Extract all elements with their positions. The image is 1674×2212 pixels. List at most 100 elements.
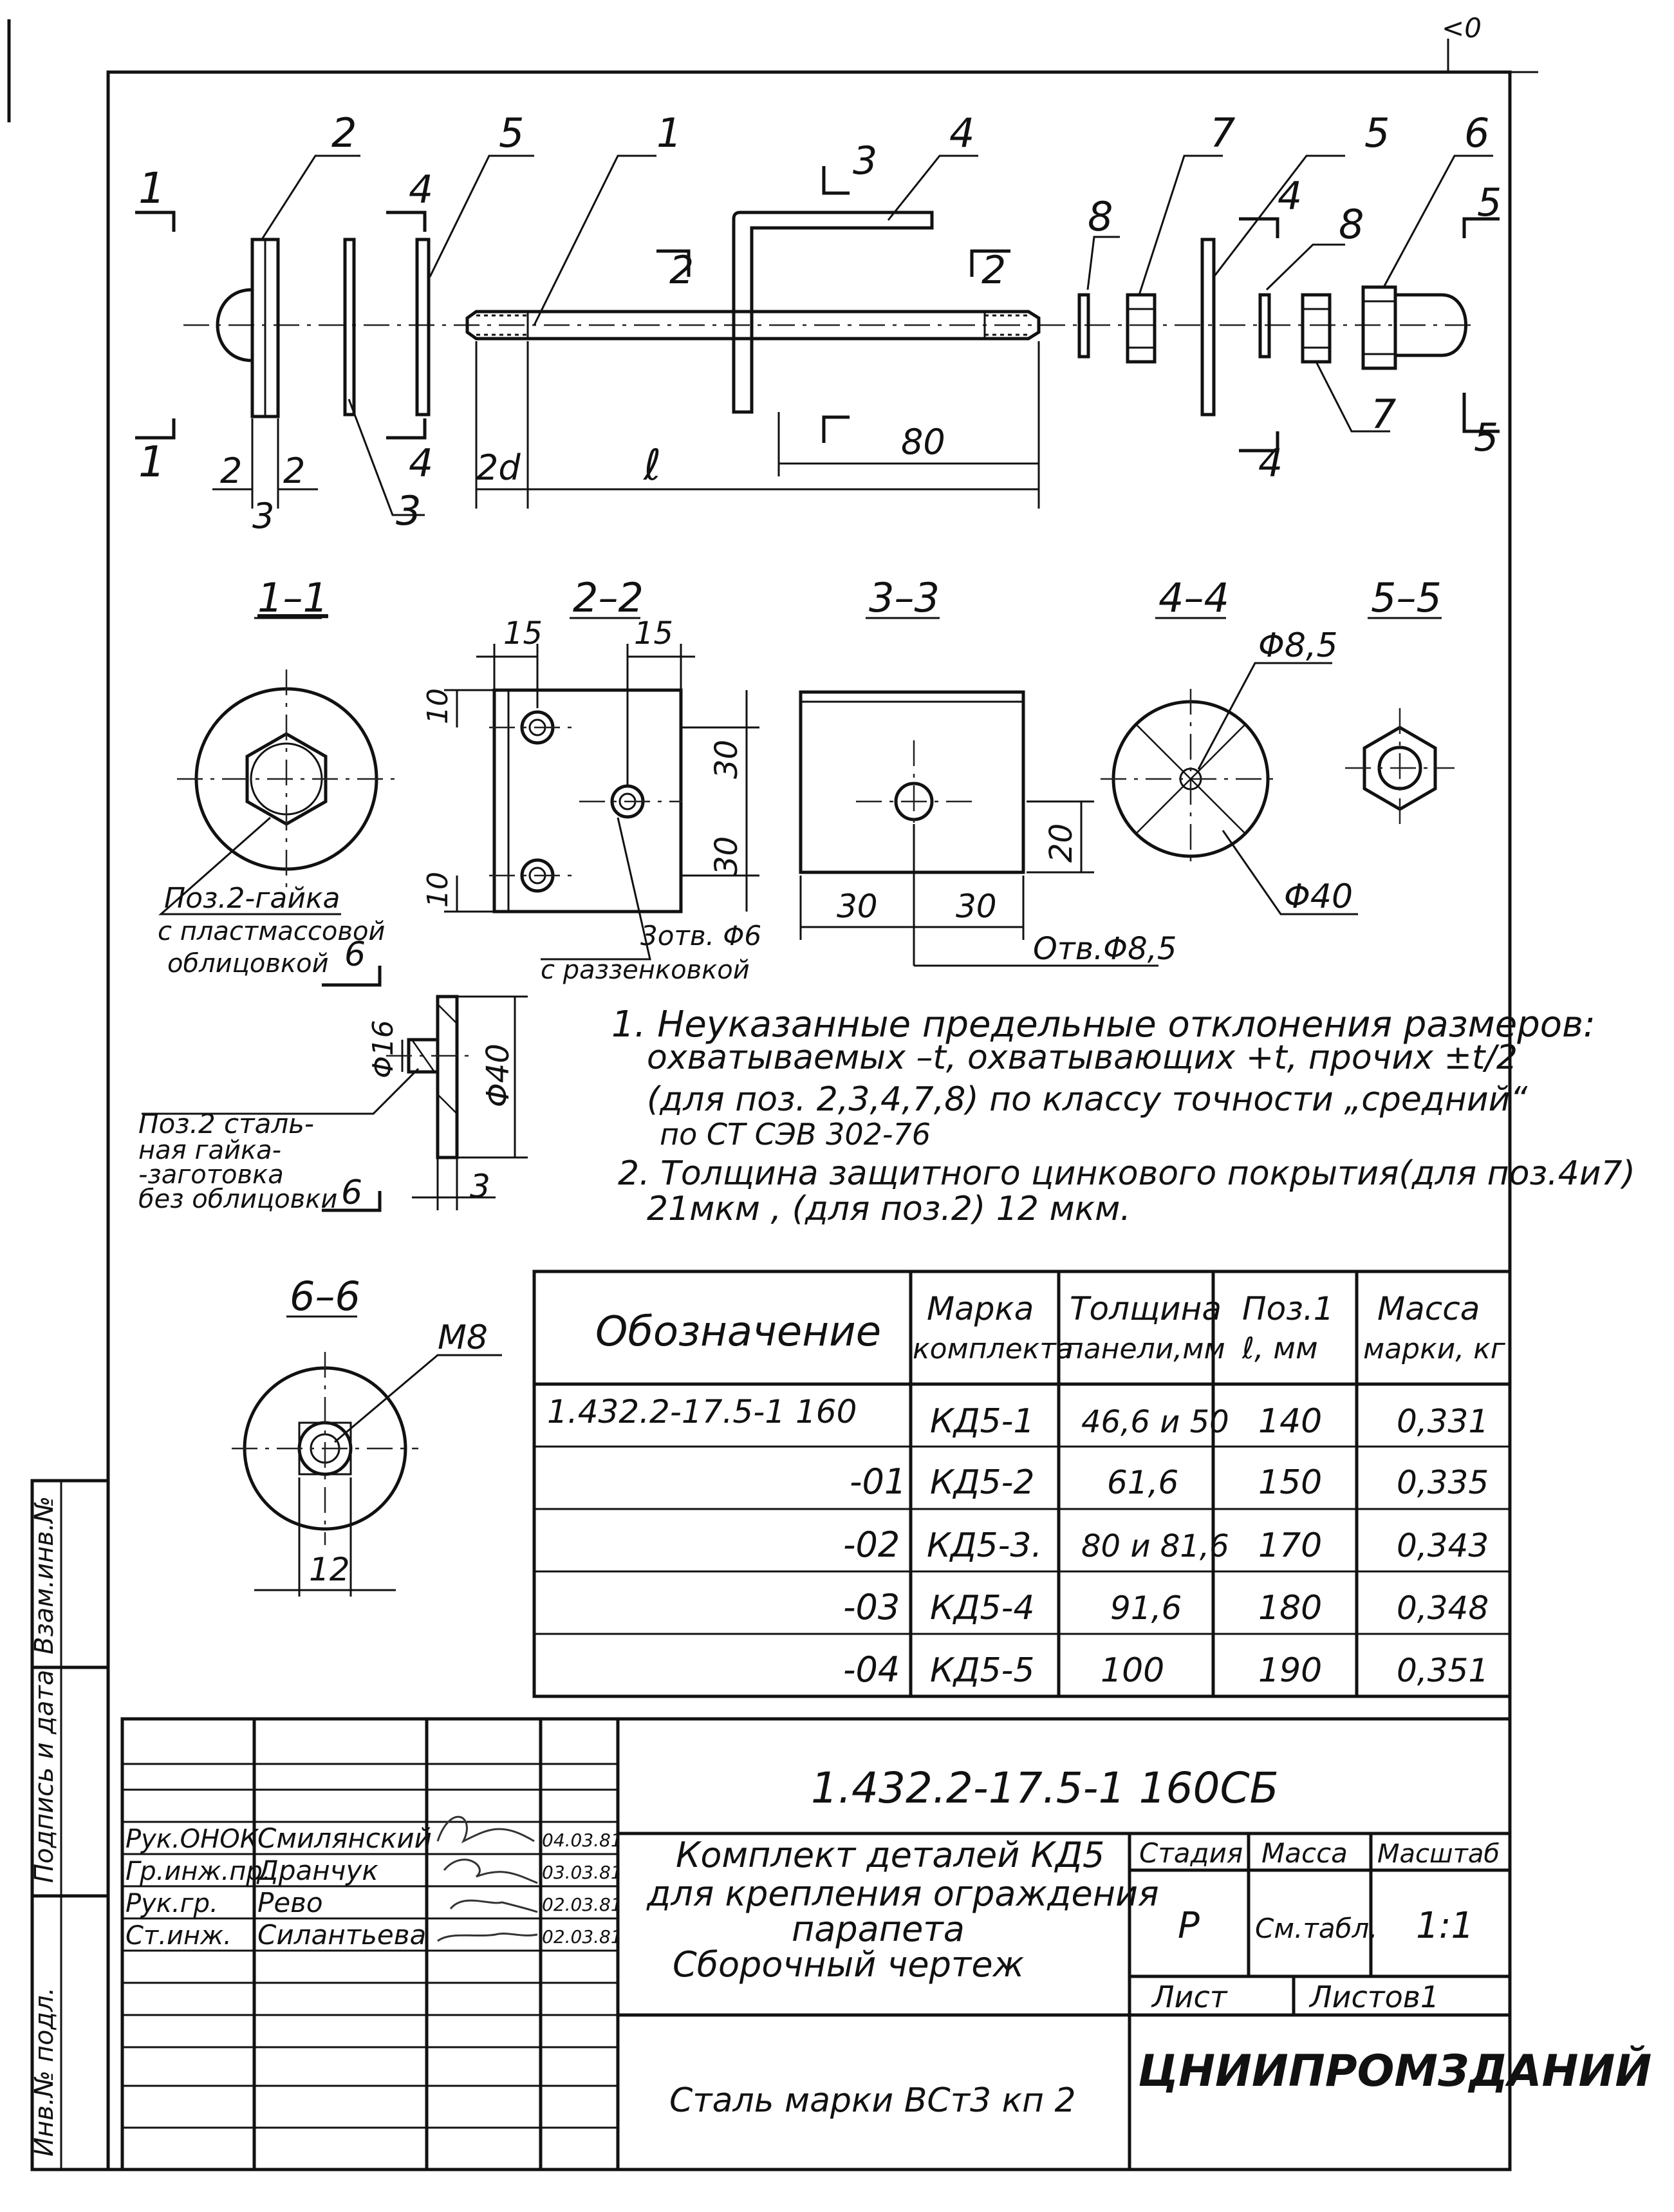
section-1-1: Поз.2-гайка с пластмассовой облицовкой 6: [158, 670, 396, 987]
name-4: Силантьева: [257, 1919, 426, 1951]
title-line-4: Сборочный чертеж: [673, 1944, 1025, 1985]
section-title-5-5: 5–5: [1371, 574, 1442, 621]
spec-header-designation: Обозначение: [595, 1308, 881, 1356]
role-2: Гр.инж.пр.: [126, 1857, 271, 1886]
section-title-6-6: 6–6: [290, 1273, 360, 1320]
dim-phi-8-5: Φ8,5: [1258, 626, 1338, 665]
cut-label-2-left: 2: [669, 248, 694, 293]
title-line-3: парапета: [792, 1909, 965, 1949]
cut-label-4r-bottom: 4: [1258, 441, 1283, 486]
stage-value: Р: [1178, 1905, 1200, 1947]
organization: ЦНИИПРОМЗДАНИЙ: [1138, 2045, 1651, 2097]
dim-phi-40: Φ40: [1284, 877, 1353, 916]
callout-nut-plastic-3: облицовкой: [167, 949, 329, 979]
note-line-3: (для поз. 2,3,4,7,8) по классу точности …: [647, 1080, 1528, 1119]
spec-row-4-length: 180: [1258, 1589, 1322, 1627]
mass-label: Масса: [1261, 1837, 1348, 1869]
stamp-swap-inv: Взам.инв.№: [30, 1496, 59, 1654]
spec-row-5-designation: -04: [843, 1649, 900, 1690]
side-stamp: Инв.№ подл. Подпись и дата Взам.инв.№: [30, 1479, 110, 2171]
scale-label: Масштаб: [1377, 1839, 1500, 1869]
dim-30-d: 30: [956, 888, 997, 925]
pos-label-1: 1: [656, 109, 682, 156]
spec-row-2-mark: КД5-2: [930, 1463, 1034, 1502]
dim-6-a: 6: [344, 935, 366, 974]
dim-l: ℓ: [643, 440, 661, 490]
dim-2d: 2d: [476, 447, 521, 488]
pos-label-5b: 5: [1364, 109, 1390, 156]
section-3-3: 30 30 20 Отв.Φ8,5: [799, 690, 1176, 967]
spec-row-5-mark: КД5-5: [930, 1651, 1034, 1690]
pos-label-8: 8: [1088, 193, 1113, 240]
cut-label-5-top: 5: [1477, 180, 1502, 225]
note-line-5: 2. Толщина защитного цинкового покрытия(…: [618, 1154, 1635, 1193]
name-3: Рево: [257, 1887, 323, 1918]
section-titles: 1–1 2–2 3–3 4–4 5–5 6–6: [254, 574, 1442, 1320]
position-leaders: [261, 155, 1493, 516]
spec-header-mark-1: Марка: [927, 1290, 1034, 1327]
callout-nut-plastic-1: Поз.2-гайка: [164, 882, 340, 915]
cut-label-4r-top: 4: [1278, 174, 1302, 219]
role-1: Рук.ОНОК: [126, 1824, 259, 1854]
role-3: Рук.гр.: [126, 1889, 218, 1918]
spec-row-5-mass: 0,351: [1397, 1652, 1489, 1689]
spec-row-3-mark: КД5-3.: [927, 1526, 1042, 1565]
name-2: Дранчук: [256, 1855, 378, 1886]
cut-label-1-bottom: 1: [138, 437, 165, 487]
spec-row-3-mass: 0,343: [1397, 1527, 1489, 1564]
spring-washer-pos8-a: [1077, 293, 1090, 359]
washer-pos3: [343, 238, 356, 417]
dim-10-b: 10: [422, 872, 454, 908]
spec-row-2-length: 150: [1258, 1463, 1322, 1502]
stamp-sign-date: Подпись и дата: [30, 1670, 59, 1883]
dim-30-c: 30: [837, 888, 878, 925]
angle-pos4: [732, 211, 934, 414]
spec-row-4-mark: КД5-4: [930, 1589, 1034, 1627]
dim-20: 20: [1043, 823, 1079, 863]
cut-label-5-bottom: 5: [1474, 415, 1498, 460]
section-4-4: Φ8,5 Φ40: [1101, 626, 1358, 916]
pos-label-3: 3: [396, 487, 421, 534]
spec-header-mark-2: комплекта: [913, 1333, 1074, 1365]
callout-hole-85: Отв.Φ8,5: [1033, 931, 1176, 967]
cut-label-4-top: 4: [409, 167, 433, 212]
dim-12: 12: [309, 1551, 350, 1588]
spec-row-3-designation: -02: [843, 1524, 900, 1565]
section-6-6: M8 12: [232, 1318, 502, 1597]
callout-nut-steel-2: ная гайка-: [138, 1136, 281, 1165]
spec-header-mass-1: Масса: [1377, 1290, 1480, 1327]
date-4: 02.03.81: [542, 1926, 622, 1947]
spec-row-1-mass: 0,331: [1397, 1403, 1489, 1440]
cap-nut-pos6: [1361, 285, 1467, 370]
spec-row-3-thickness: 80 и 81,6: [1081, 1528, 1229, 1564]
spec-header-length-2: ℓ, мм: [1242, 1331, 1318, 1365]
pos-label-6: 6: [1464, 109, 1489, 156]
mass-value: См.табл.: [1255, 1913, 1378, 1944]
title-line-2: для крепления ограждения: [646, 1873, 1159, 1914]
spec-table: Обозначение Марка комплекта Толщина пане…: [532, 1270, 1512, 1698]
spec-row-3-length: 170: [1258, 1526, 1322, 1565]
sheets-label: Листов1: [1308, 1980, 1439, 2014]
stage-label: Стадия: [1139, 1837, 1243, 1869]
sheet-label: Лист: [1151, 1980, 1228, 2014]
main-view: 2 5 1 4 8 7 5 8 6 3 7 1 1 4 4 3 2: [135, 109, 1502, 536]
cut-markers: [135, 166, 1500, 453]
pos-label-8b: 8: [1339, 201, 1364, 248]
callout-nut-plastic-2: с пластмассовой: [158, 917, 385, 946]
scale-value: 1:1: [1416, 1905, 1474, 1947]
callout-nut-steel-1: Поз.2 сталь-: [138, 1108, 314, 1139]
role-4: Ст.инж.: [126, 1921, 232, 1951]
spec-row-4-designation: -03: [843, 1587, 900, 1627]
section-title-2-2: 2–2: [573, 574, 644, 621]
dim-10-a: 10: [422, 688, 454, 724]
dim-15-b: 15: [634, 615, 673, 651]
callout-nut-steel-3: -заготовка: [138, 1160, 284, 1190]
stamp-inv-no: Инв.№ подл.: [30, 1987, 59, 2157]
steel-nut-detail: Φ16 Φ40 3 Поз.2 сталь- ная гайка- -загот…: [138, 995, 528, 1214]
signature-marks: [436, 1815, 538, 1942]
date-3: 02.03.81: [542, 1894, 622, 1915]
section-title-1-1: 1–1: [257, 574, 328, 621]
name-1: Смилянский: [257, 1823, 432, 1854]
spec-row-5-thickness: 100: [1101, 1651, 1164, 1690]
spec-header-thickness-2: панели,мм: [1065, 1333, 1225, 1365]
